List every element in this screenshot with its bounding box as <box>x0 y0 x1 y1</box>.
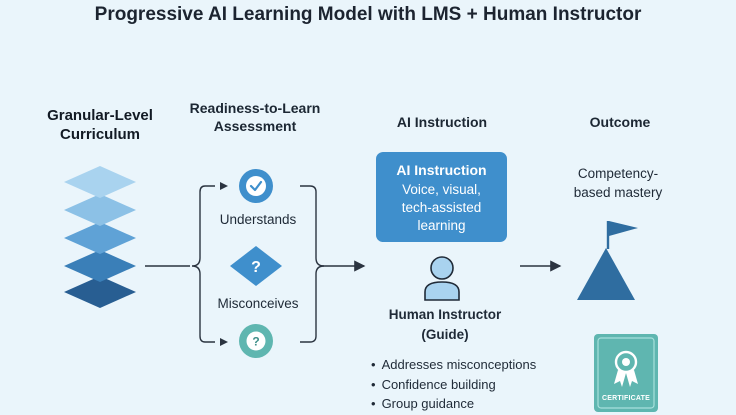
curriculum-layer-4 <box>64 250 136 282</box>
outcome-desc-line1: Competency- <box>577 166 659 181</box>
question-circle-icon: ? <box>239 324 273 358</box>
curriculum-layer-1 <box>64 166 136 198</box>
ai-box-line-1: Voice, visual, <box>402 182 481 197</box>
svg-text:?: ? <box>251 259 261 276</box>
bullet-item: Group guidance <box>371 394 536 414</box>
outcome-heading: Outcome <box>589 114 651 130</box>
ai-instruction-heading: AI Instruction <box>396 114 488 130</box>
mountain-flag-icon <box>577 221 638 300</box>
diagram-title: Progressive AI Learning Model with LMS +… <box>94 4 642 25</box>
bracket-arrow-bottom-icon <box>220 338 228 346</box>
ai-instruction-box: AI Instruction Voice, visual, tech-assis… <box>376 152 507 242</box>
outcome-desc-line2: based mastery <box>573 185 663 200</box>
curriculum-layer-2 <box>64 194 136 226</box>
human-instructor-title: Human Instructor (Guide) <box>370 305 520 345</box>
misconceives-label: Misconceives <box>217 296 299 311</box>
certificate-label: CERTIFICATE <box>602 395 650 402</box>
human-instructor-bullets: Addresses misconceptions Confidence buil… <box>371 355 537 414</box>
ai-instruction-box-title: AI Instruction <box>396 162 487 178</box>
human-instructor-title-line1: Human Instructor <box>388 307 502 322</box>
bracket-arrow-top-icon <box>220 182 228 190</box>
curriculum-layer-5 <box>64 276 136 308</box>
curriculum-layer-3 <box>64 222 136 254</box>
curriculum-heading-line2: Curriculum <box>59 126 140 143</box>
ai-box-line-2: tech-assisted <box>401 200 482 215</box>
curriculum-heading: Granular-Level Curriculum <box>30 106 170 144</box>
bullet-item: Confidence building <box>371 375 536 395</box>
assessment-heading-line2: Assessment <box>213 118 297 134</box>
assessment-heading: Readiness-to-Learn Assessment <box>180 99 330 135</box>
assessment-left-bracket <box>191 185 215 343</box>
checkmark-icon <box>239 169 273 203</box>
outcome-description: Competency- based mastery <box>558 164 678 202</box>
person-icon <box>424 256 460 301</box>
ai-box-line-3: learning <box>417 218 466 233</box>
understands-label: Understands <box>219 212 297 227</box>
curriculum-layers-icon <box>64 166 136 308</box>
assessment-right-bracket <box>300 185 325 343</box>
curriculum-heading-line1: Granular-Level <box>47 107 153 124</box>
ai-instruction-box-desc: Voice, visual, tech-assisted learning <box>376 181 507 235</box>
human-instructor-title-line2: (Guide) <box>421 327 469 342</box>
certificate-icon <box>594 334 658 412</box>
bullet-item: Addresses misconceptions <box>371 355 537 375</box>
svg-text:?: ? <box>252 335 259 349</box>
question-diamond-icon: ? <box>230 246 282 286</box>
assessment-heading-line1: Readiness-to-Learn <box>189 100 321 116</box>
